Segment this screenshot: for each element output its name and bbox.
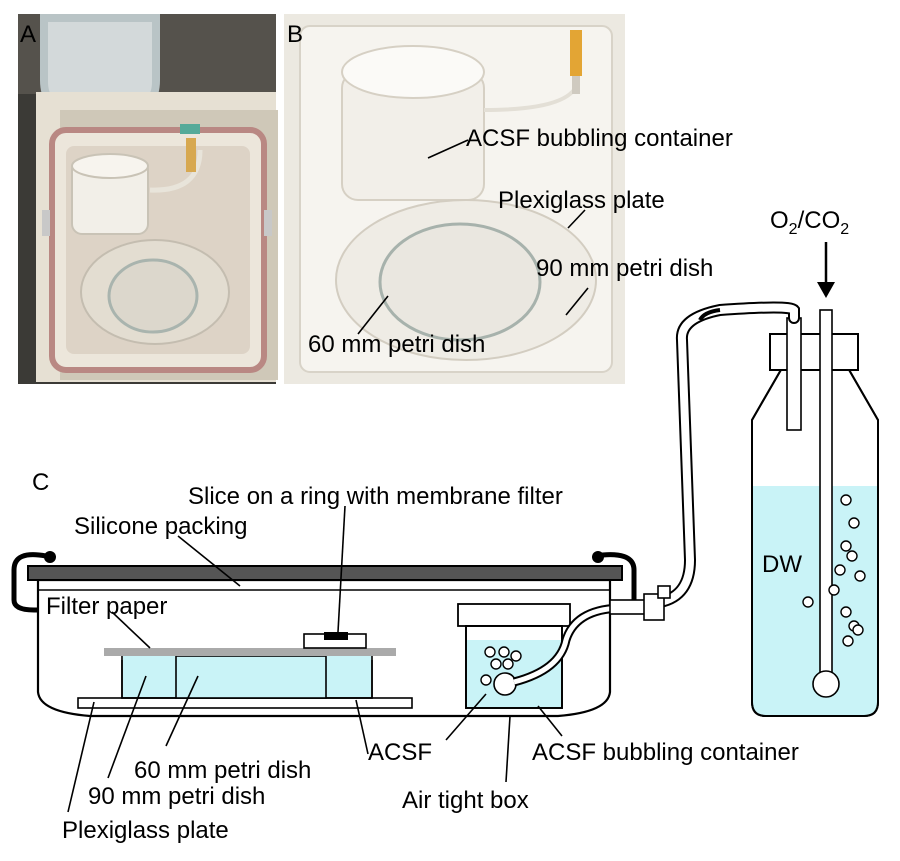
label-b-petri-90: 90 mm petri dish: [536, 255, 713, 282]
label-air-tight-box: Air tight box: [402, 787, 529, 814]
panel-label-c: C: [32, 469, 49, 496]
leader-acsf-box: [445, 693, 487, 741]
label-c-petri-90: 90 mm petri dish: [88, 783, 265, 810]
leader-bubbling-container: [537, 705, 563, 737]
label-acsf: ACSF: [368, 739, 432, 766]
leader-petri-90: [565, 287, 589, 316]
leader-acsf-dish: [355, 699, 369, 755]
schematic-c: C: [11, 469, 799, 844]
label-filter-paper: Filter paper: [46, 593, 167, 620]
gas-arrow-head: [817, 282, 835, 298]
leader-air-tight-box: [505, 715, 511, 783]
label-b-bubbling-container: ACSF bubbling container: [466, 125, 733, 152]
label-c-plexiglass: Plexiglass plate: [62, 817, 229, 844]
leader-bubbling-container: [427, 139, 469, 159]
gas-bottle: O2/CO2 DW: [654, 207, 879, 717]
panel-label-b: B: [287, 21, 303, 48]
leader-slice: [337, 505, 346, 633]
leader-petri-90: [107, 675, 147, 779]
label-c-petri-60: 60 mm petri dish: [134, 757, 311, 784]
photo-a: A: [18, 14, 278, 384]
bottle-label-dw: DW: [762, 551, 802, 578]
label-silicone: Silicone packing: [74, 513, 247, 540]
photo-b: B ACSF bubbling container Plexiglass pla…: [284, 14, 733, 384]
gas-label: O2/CO2: [770, 207, 849, 238]
label-b-plexiglass-plate: Plexiglass plate: [498, 187, 665, 214]
leader-petri-60: [165, 675, 199, 747]
label-slice: Slice on a ring with membrane filter: [188, 483, 563, 510]
leader-silicone: [177, 535, 241, 587]
leader-plexiglass-plate: [567, 209, 586, 229]
leader-filter-paper: [111, 611, 151, 649]
label-c-bubbling-container: ACSF bubbling container: [532, 739, 799, 766]
leader-plexiglass: [67, 701, 95, 813]
panel-label-a: A: [20, 21, 36, 48]
leader-petri-60: [357, 295, 389, 335]
label-b-petri-60: 60 mm petri dish: [308, 331, 485, 358]
